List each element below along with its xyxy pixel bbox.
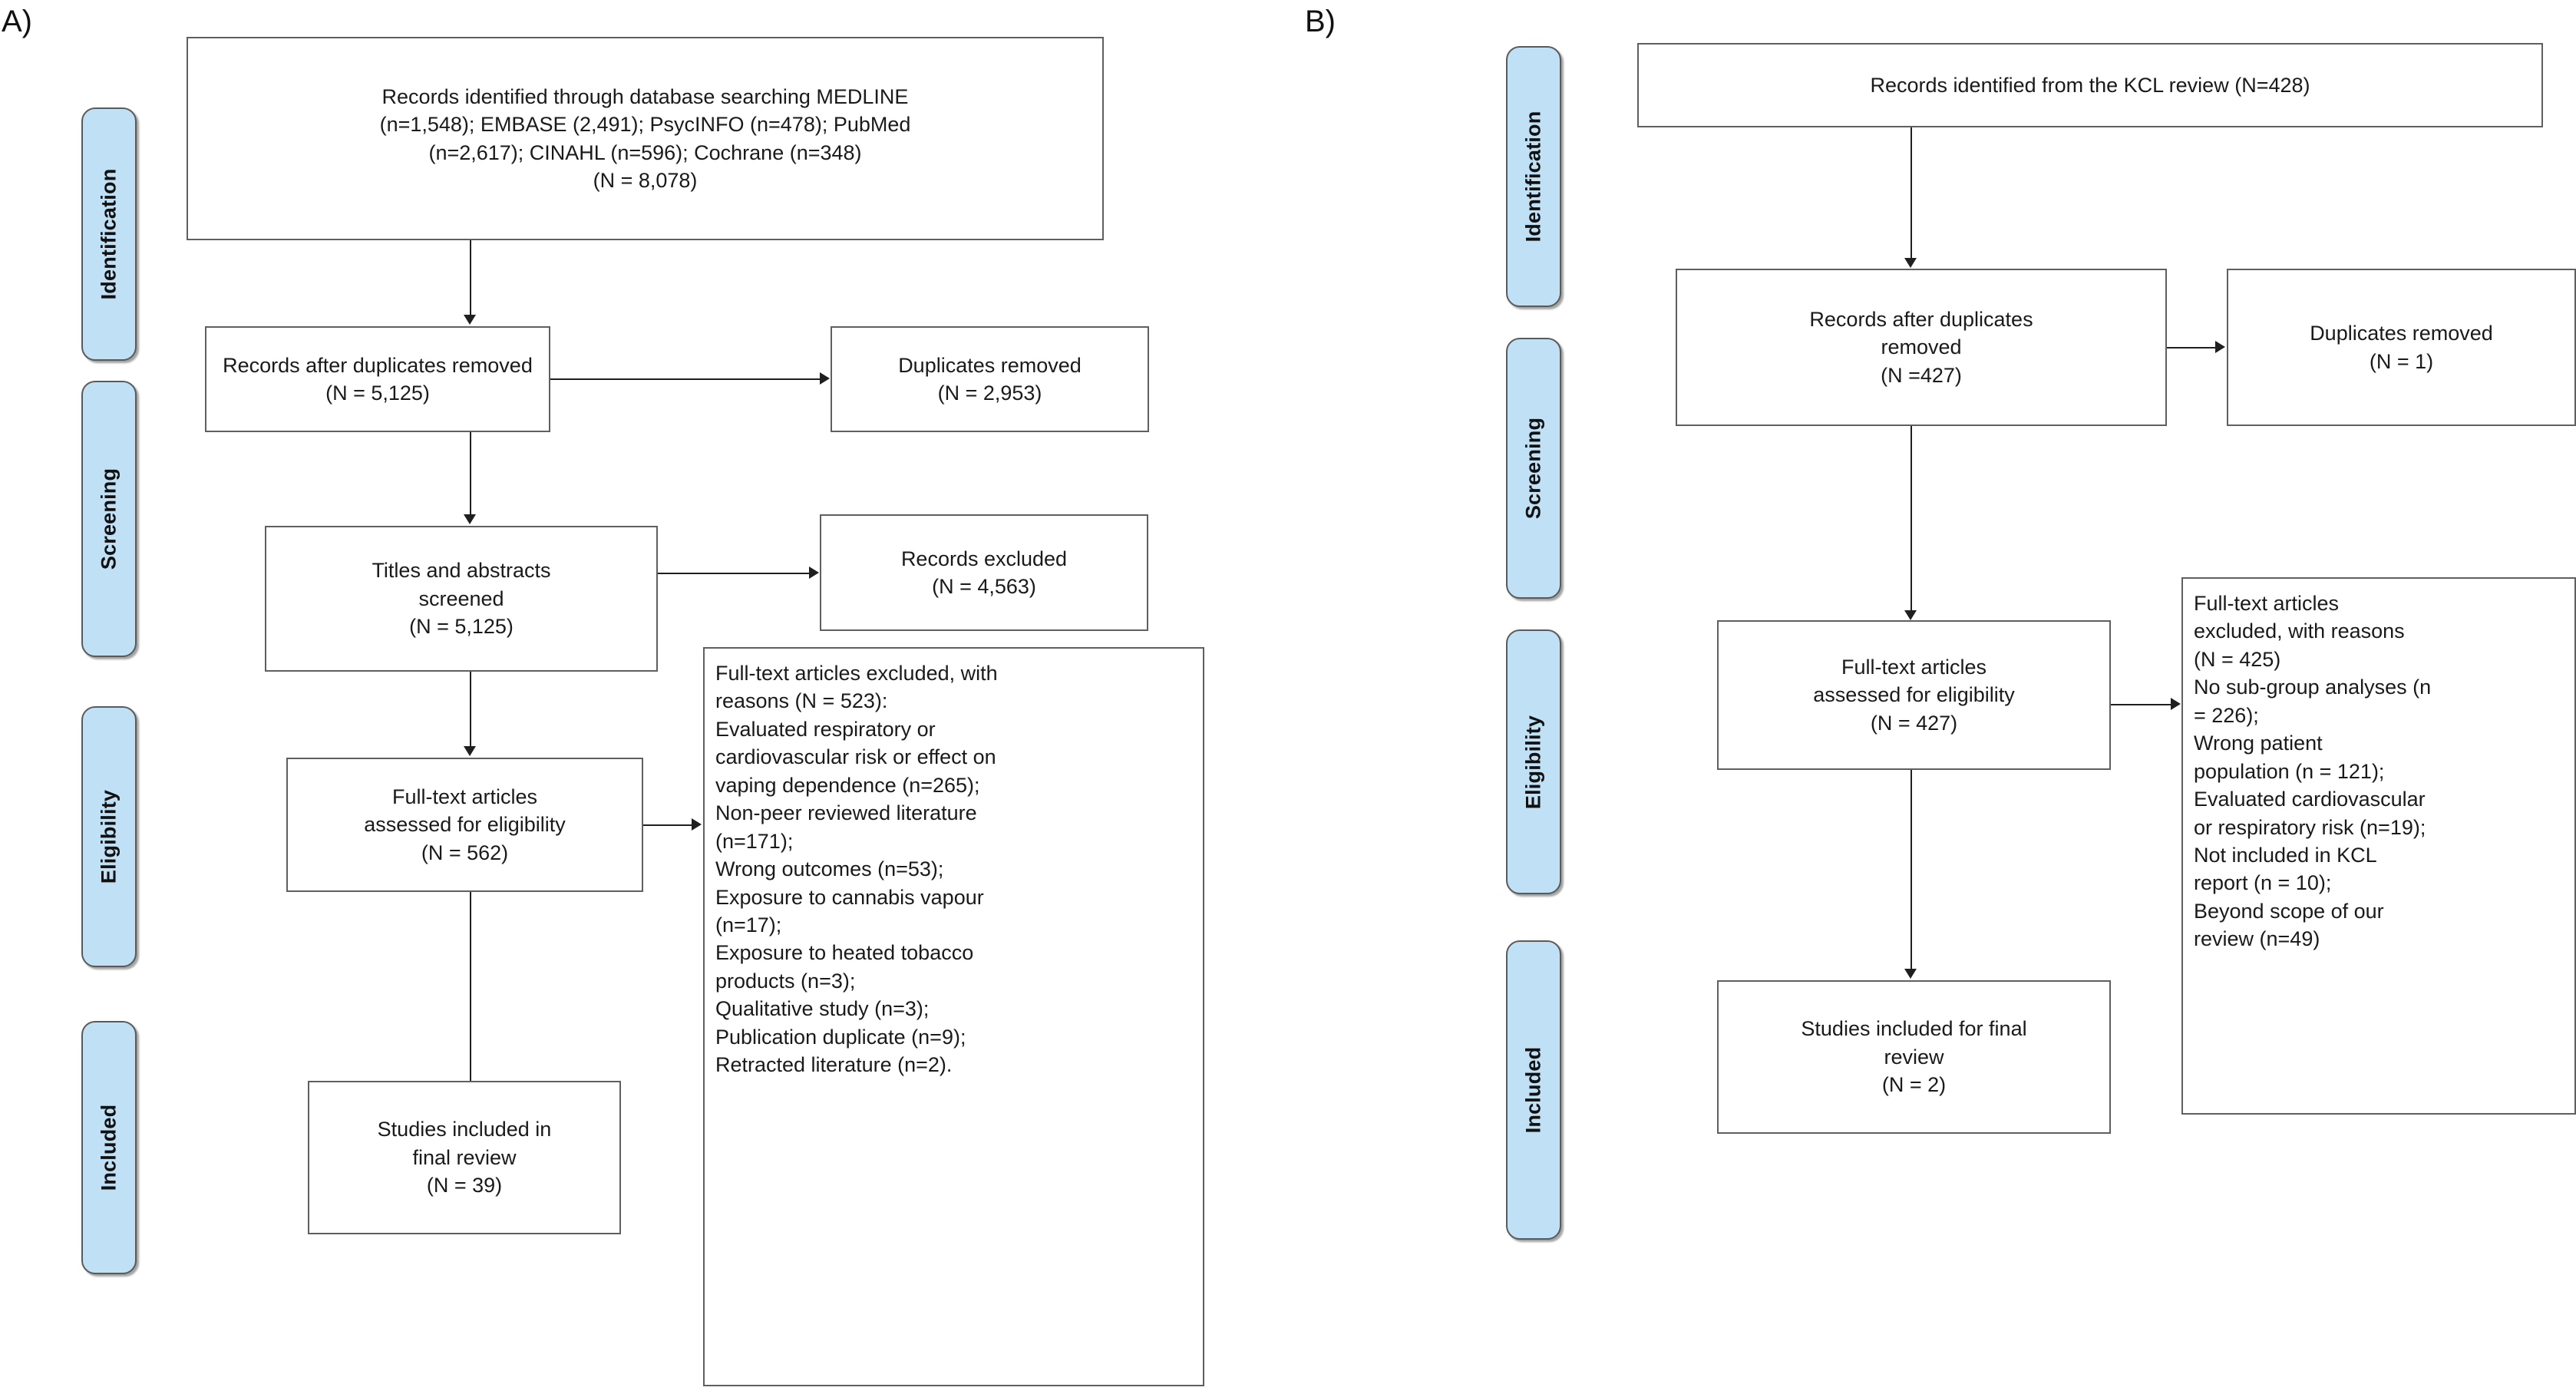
- arrowhead-down-a3: [464, 746, 476, 756]
- box-duplicates-removed-b: Duplicates removed (N = 1): [2227, 269, 2576, 426]
- arrowhead-down-b2: [1904, 610, 1917, 620]
- box-text: Titles and abstracts screened (N = 5,125…: [372, 559, 551, 639]
- box-fulltext-assessed-b: Full-text articles assessed for eligibil…: [1717, 620, 2111, 770]
- box-text: Duplicates removed (N = 1): [2310, 322, 2493, 373]
- stage-label-text: Included: [97, 1104, 121, 1191]
- box-text: Full-text articles assessed for eligibil…: [1813, 655, 2015, 735]
- box-text: Records identified from the KCL review (…: [1870, 73, 2310, 97]
- box-text: Studies included in final review (N = 39…: [377, 1118, 552, 1197]
- connector-duplicates-to-screened-a: [470, 432, 471, 519]
- stage-label-eligibility-a: Eligibility: [81, 706, 137, 967]
- box-text: Full-text articles excluded, with reason…: [2194, 592, 2432, 951]
- connector-dup-arrow-b: [2167, 347, 2217, 348]
- box-text: Records identified through database sear…: [379, 84, 911, 192]
- stage-label-text: Screening: [97, 467, 121, 570]
- panel-b-letter: B): [1305, 5, 1336, 38]
- box-fulltext-excluded-a: Full-text articles excluded, with reason…: [703, 647, 1204, 1386]
- connector-fulltext-to-included-b: [1911, 770, 1912, 973]
- stage-label-identification-b: Identification: [1506, 46, 1561, 307]
- arrowhead-down-b1: [1904, 258, 1917, 268]
- box-studies-included-a: Studies included in final review (N = 39…: [308, 1081, 621, 1234]
- box-fulltext-assessed-a: Full-text articles assessed for eligibil…: [286, 758, 643, 892]
- box-text: Records after duplicates removed (N = 5,…: [223, 353, 533, 405]
- arrowhead-right-a2: [809, 567, 819, 579]
- box-records-identified-b: Records identified from the KCL review (…: [1637, 43, 2543, 127]
- stage-label-text: Identification: [1521, 111, 1545, 243]
- connector-screened-to-fulltext-a: [470, 672, 471, 750]
- arrowhead-right-b2: [2171, 698, 2181, 710]
- connector-fulltext-excluded-arrow-a: [643, 824, 692, 826]
- box-text: Full-text articles assessed for eligibil…: [364, 785, 566, 864]
- stage-label-included-b: Included: [1506, 940, 1561, 1240]
- stage-label-text: Screening: [1521, 417, 1545, 520]
- box-duplicates-removed-a: Duplicates removed (N = 2,953): [831, 326, 1149, 432]
- box-records-after-duplicates-b: Records after duplicates removed (N =427…: [1676, 269, 2167, 426]
- connector-excluded-arrow-a: [658, 573, 809, 574]
- box-text: Full-text articles excluded, with reason…: [715, 662, 998, 1077]
- arrowhead-right-a1: [820, 372, 830, 385]
- stage-label-screening-a: Screening: [81, 381, 137, 657]
- connector-identified-to-duplicates-b: [1911, 127, 1912, 263]
- arrowhead-down-a2: [464, 514, 476, 524]
- connector-duplicates-to-fulltext-b: [1911, 426, 1912, 614]
- panel-a-letter: A): [2, 5, 32, 38]
- stage-label-text: Included: [1521, 1046, 1545, 1134]
- arrowhead-right-b1: [2215, 341, 2225, 353]
- stage-label-eligibility-b: Eligibility: [1506, 629, 1561, 894]
- arrowhead-down-a1: [464, 315, 476, 325]
- arrowhead-down-b3: [1904, 969, 1917, 979]
- box-text: Records after duplicates removed (N =427…: [1809, 307, 2033, 387]
- connector-fulltext-excluded-arrow-b: [2111, 704, 2171, 705]
- box-records-identified-a: Records identified through database sear…: [187, 37, 1104, 240]
- box-titles-abstracts-screened-a: Titles and abstracts screened (N = 5,125…: [265, 526, 658, 672]
- stage-label-screening-b: Screening: [1506, 338, 1561, 599]
- box-studies-included-b: Studies included for final review (N = 2…: [1717, 980, 2111, 1134]
- connector-dup-arrow-a: [550, 378, 821, 380]
- box-records-excluded-a: Records excluded (N = 4,563): [820, 514, 1148, 631]
- box-records-after-duplicates-a: Records after duplicates removed (N = 5,…: [205, 326, 550, 432]
- connector-fulltext-to-included-a: [470, 892, 471, 1081]
- box-text: Duplicates removed (N = 2,953): [898, 353, 1082, 405]
- connector-identified-to-duplicates-a: [470, 240, 471, 319]
- stage-label-identification-a: Identification: [81, 107, 137, 361]
- box-text: Records excluded (N = 4,563): [900, 547, 1068, 598]
- stage-label-included-a: Included: [81, 1021, 137, 1274]
- stage-label-text: Eligibility: [97, 789, 121, 884]
- stage-label-text: Identification: [97, 168, 121, 300]
- box-text: Studies included for final review (N = 2…: [1801, 1017, 2027, 1097]
- stage-label-text: Eligibility: [1521, 715, 1545, 809]
- box-fulltext-excluded-b: Full-text articles excluded, with reason…: [2181, 577, 2576, 1115]
- arrowhead-right-a3: [692, 818, 702, 831]
